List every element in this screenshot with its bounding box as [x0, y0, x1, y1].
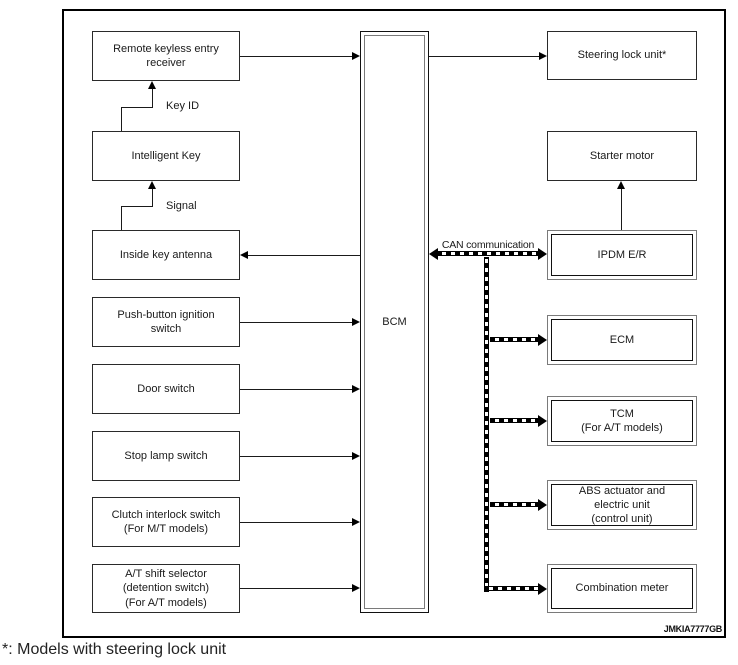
box-at-shift-selector: A/T shift selector (detention switch) (F…: [92, 564, 240, 613]
arrowhead-clutch-interlock-to-bcm: [352, 518, 360, 526]
can-arrowhead-to-ecm: [538, 334, 547, 346]
box-label: Combination meter: [575, 582, 669, 595]
wire-label-key-id: Key ID: [166, 100, 200, 112]
footnote-steering-lock: *: Models with steering lock unit: [2, 641, 227, 658]
line-remote-keyless-to-bcm: [240, 56, 352, 57]
line-clutch-interlock-to-bcm: [240, 522, 352, 523]
box-starter-motor: Starter motor: [547, 131, 697, 181]
can-branch-tcm: [490, 418, 538, 423]
box-stop-lamp-switch: Stop lamp switch: [92, 431, 240, 481]
can-bus-trunk: [484, 257, 489, 592]
can-arrowhead-to-abs: [538, 499, 547, 511]
line-at-shift-to-bcm: [240, 588, 352, 589]
box-combination-meter: Combination meter: [547, 564, 697, 613]
bcm-label: BCM: [382, 316, 407, 328]
can-arrowhead-to-tcm: [538, 415, 547, 427]
figure-code: JMKIA7777GB: [663, 624, 723, 634]
box-label: Clutch interlock switch (For M/T models): [111, 508, 221, 535]
can-branch-combination-meter: [484, 586, 538, 591]
box-steering-lock-unit: Steering lock unit*: [547, 31, 697, 80]
box-label: Starter motor: [589, 149, 655, 162]
line-bcm-to-inside-key-antenna: [248, 255, 360, 256]
line-signal-jog: [121, 206, 153, 207]
line-stop-lamp-to-bcm: [240, 456, 352, 457]
box-clutch-interlock-switch: Clutch interlock switch (For M/T models): [92, 497, 240, 547]
arrowhead-bcm-to-inside-key-antenna: [240, 251, 248, 259]
box-push-button-ignition-switch: Push-button ignition switch: [92, 297, 240, 347]
box-tcm: TCM (For A/T models): [547, 396, 697, 446]
box-bcm: BCM: [360, 31, 429, 613]
can-arrowhead-to-bcm: [429, 248, 438, 260]
line-signal-riser: [121, 206, 122, 230]
box-label: Push-button ignition switch: [117, 308, 215, 335]
line-ipdm-to-starter-motor: [621, 189, 622, 230]
line-bcm-to-steering-lock: [429, 56, 539, 57]
box-label: Stop lamp switch: [124, 449, 208, 462]
arrowhead-ipdm-to-starter-motor: [617, 181, 625, 189]
arrowhead-push-button-to-bcm: [352, 318, 360, 326]
arrowhead-key-id: [148, 81, 156, 89]
can-arrowhead-to-ipdm: [538, 248, 547, 260]
box-label: Steering lock unit*: [577, 49, 667, 62]
can-bus-main: [437, 251, 538, 256]
arrowhead-signal: [148, 181, 156, 189]
arrowhead-bcm-to-steering-lock: [539, 52, 547, 60]
line-key-id-jog: [121, 107, 153, 108]
arrowhead-remote-keyless-to-bcm: [352, 52, 360, 60]
can-branch-abs: [490, 502, 538, 507]
wire-label-signal: Signal: [166, 200, 197, 212]
box-label: TCM (For A/T models): [581, 407, 663, 434]
box-label: Door switch: [137, 382, 195, 395]
box-label: ABS actuator and electric unit (control …: [578, 484, 666, 526]
line-push-button-to-bcm: [240, 322, 352, 323]
box-label: Intelligent Key: [131, 149, 201, 162]
arrowhead-stop-lamp-to-bcm: [352, 452, 360, 460]
box-door-switch: Door switch: [92, 364, 240, 414]
box-intelligent-key: Intelligent Key: [92, 131, 240, 181]
box-label: A/T shift selector (detention switch) (F…: [122, 568, 210, 609]
box-abs-actuator: ABS actuator and electric unit (control …: [547, 480, 697, 530]
box-label: ECM: [609, 333, 635, 346]
wire-label-can-communication: CAN communication: [441, 239, 535, 251]
box-inside-key-antenna: Inside key antenna: [92, 230, 240, 280]
arrowhead-door-switch-to-bcm: [352, 385, 360, 393]
box-label: Inside key antenna: [119, 248, 213, 261]
diagram-border: [62, 9, 726, 638]
box-ecm: ECM: [547, 315, 697, 365]
line-signal-to-intelligent-key: [152, 187, 153, 206]
line-door-switch-to-bcm: [240, 389, 352, 390]
box-remote-keyless-entry-receiver: Remote keyless entry receiver: [92, 31, 240, 81]
arrowhead-at-shift-to-bcm: [352, 584, 360, 592]
line-key-id-riser: [121, 107, 122, 131]
can-branch-ecm: [490, 337, 538, 342]
line-key-id-to-receiver: [152, 88, 153, 107]
box-label: Remote keyless entry receiver: [113, 42, 219, 69]
box-ipdm-er: IPDM E/R: [547, 230, 697, 280]
box-label: IPDM E/R: [597, 248, 647, 261]
can-arrowhead-to-combination-meter: [538, 583, 547, 595]
